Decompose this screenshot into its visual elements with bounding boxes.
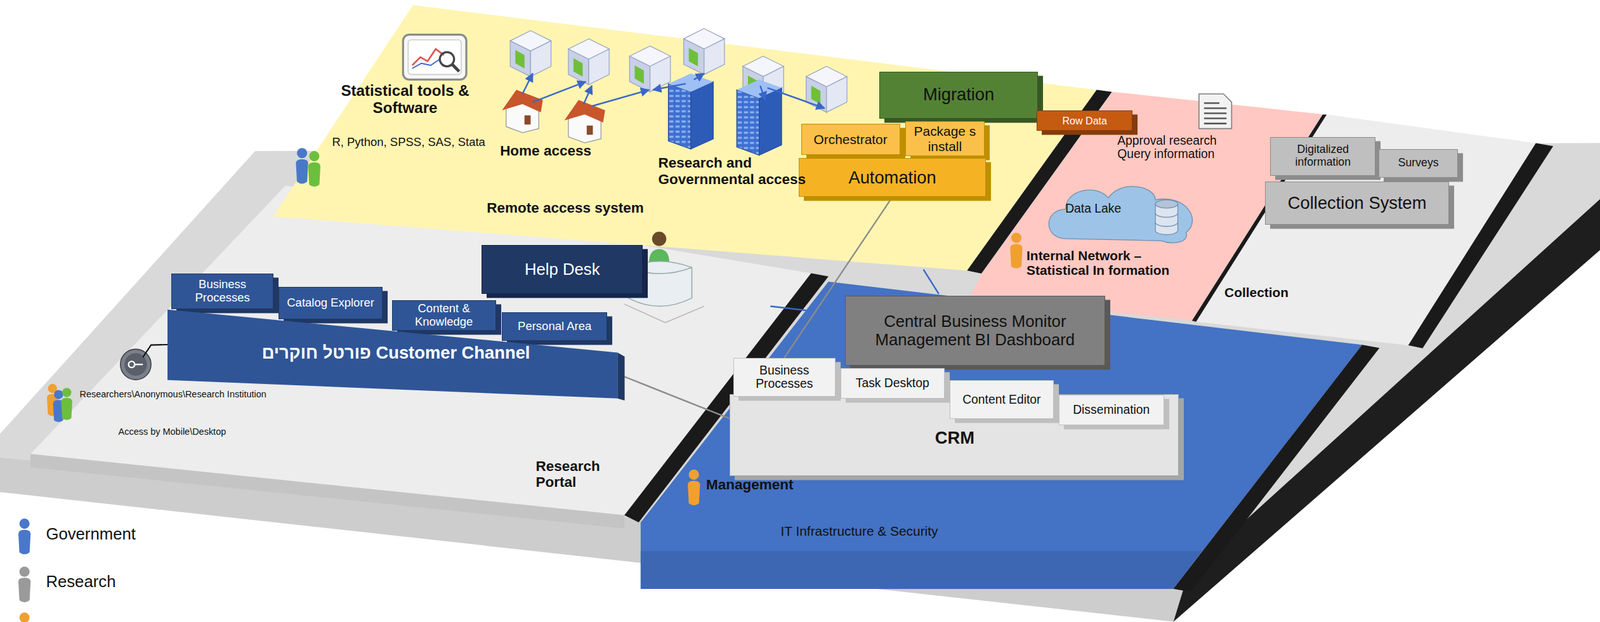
process-box: Help Desk [481,244,643,294]
legend-label: Research [45,572,116,591]
crm-box: CRMBusiness ProcessesTask DesktopContent… [729,393,1179,476]
node-label: Remote access system [486,199,691,216]
process-box: Digitalized information [1270,137,1376,176]
node-label: Surveys [1398,156,1439,170]
node-label: Migration [923,85,995,105]
tab-box: Catalog Explorer [278,286,383,320]
free-label: R, Python, SPSS, SAS, Stata [324,135,493,150]
process-box: Surveys [1378,149,1458,178]
node-label: Content & Knowledge [395,301,492,328]
node-label: פורטל חוקרים Customer Channel [262,343,531,363]
text-holder: R, Python, SPSS, SAS, Stata [324,135,493,150]
node-label: Package s install [908,123,981,154]
dashboard-box: Central Business Monitor Management BI D… [845,295,1106,365]
text-holder: Researchers\Anonymous\Research Instituti… [79,388,315,400]
node-label: Digitalized information [1273,143,1372,169]
free-label: Approval research Query information [1117,133,1245,162]
tab-box: Dissemination [1058,394,1165,426]
platform-slab: Collection Digitalized informationSurveys… [1183,110,1557,351]
node-label: Personal Area [517,319,592,334]
text-holder: Collection [1224,284,1317,300]
tab-box: Task Desktop [840,367,945,399]
text-holder: IT Infrastructure & Security [780,523,1066,538]
tab-box: Content Editor [949,380,1054,419]
tab-box: Content & Knowledge [392,300,497,331]
node-label: Help Desk [524,260,601,279]
legend-label: Government [45,524,136,543]
node-label: Catalog Explorer [286,296,375,310]
platform-slab: Management IT Infrastructure & Security Ce… [632,275,1388,594]
text-holder: Research and Governmental access [657,154,834,187]
node-label: Collection [1224,284,1317,300]
node-label: Task Desktop [855,376,930,391]
legend-item: Government [45,524,136,544]
text-holder: Internal Network – Statistical In format… [1026,248,1180,278]
node-label: IT Infrastructure & Security [780,523,1066,538]
node-label: Automation [848,168,936,188]
node-label: Business Processes [737,363,832,391]
free-label: Research and Governmental access [657,154,834,187]
free-label: Home access [499,142,613,159]
data-bar: Row Data [1036,110,1133,131]
tab-box: Business Processes [171,273,274,309]
process-box: Automation [798,157,986,197]
process-box: Collection System [1265,181,1450,225]
text-holder: Data Lake [1065,201,1137,216]
tab-box: Personal Area [501,312,608,341]
text-holder: Statistical tools & Software [328,81,482,117]
process-box: Orchestrator [801,123,901,156]
node-label: Orchestrator [813,131,888,147]
node-label: Business Processes [175,277,270,304]
node-label: Central Business Monitor Management BI D… [848,312,1102,349]
text-holder: Research Portal [535,458,613,490]
text-holder: Remote access system [486,199,691,216]
node-label: Data Lake [1065,201,1137,216]
node-label: Row Data [1062,114,1108,127]
node-label: Collection System [1287,193,1427,214]
node-label: Internal Network – Statistical In format… [1026,248,1180,278]
tab-box: Business Processes [733,357,836,397]
text-holder: Management [706,476,870,493]
node-label: Management [706,476,870,493]
legend-item: Research [45,572,116,591]
free-label: Statistical tools & Software [328,81,482,117]
node-label: Content Editor [962,392,1041,407]
cloud-shape: Data Lake [1046,181,1200,245]
text-holder: CRM [730,428,1180,448]
process-box: Migration [879,71,1038,119]
text-holder: Approval research Query information [1117,133,1245,162]
text-holder: Access by Mobile\Desktop [118,426,282,437]
free-label: Researchers\Anonymous\Research Instituti… [79,388,315,400]
text-holder: Home access [499,142,613,159]
node-label: Dissemination [1072,402,1150,417]
node-label: CRM [730,428,1180,448]
process-box: Package s install [905,121,985,157]
node-label: Research Portal [535,458,613,490]
channel-bar: פורטל חוקרים Customer Channel [167,306,625,401]
free-label: Access by Mobile\Desktop [118,426,282,437]
